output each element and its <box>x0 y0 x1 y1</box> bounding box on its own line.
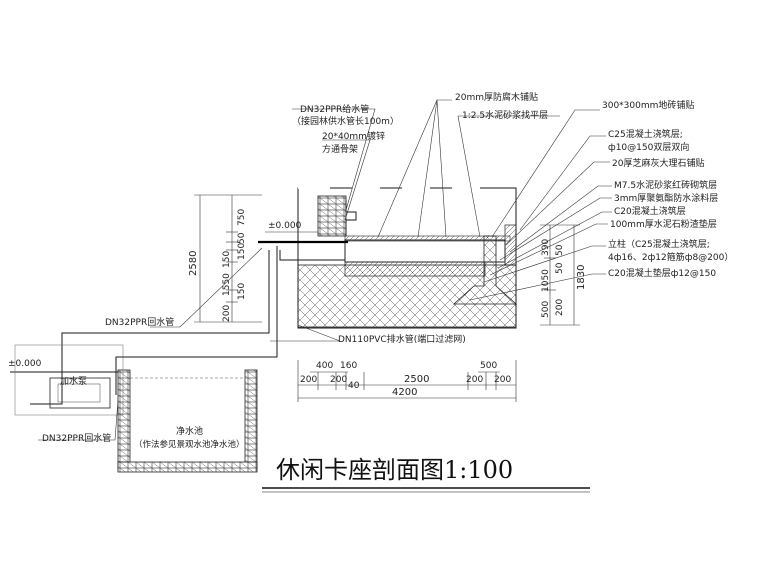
dim-right-50a: 50 <box>555 244 565 256</box>
return-pipe-line <box>30 250 270 405</box>
dim-right-total: 1830 <box>576 265 587 290</box>
dim-left-50: 50 <box>237 232 247 244</box>
pump-box <box>49 377 111 409</box>
dim-bottom-200a: 200 <box>300 375 317 385</box>
dim-right-50b: 50 <box>555 262 565 274</box>
dim-bottom-200b: 200 <box>330 375 347 385</box>
label-waterproof: 3mm厚聚氨酯防水涂料层 <box>614 192 718 204</box>
dim-bottom-160: 160 <box>340 361 357 371</box>
label-tile: 300*300mm地砖铺贴 <box>602 99 694 111</box>
label-column-2: 4ф16、2ф12箍筋ф8@200） <box>608 251 733 263</box>
leader-lines <box>38 99 612 441</box>
label-brick-wall: M7.5水泥砂浆红砖砌筑层 <box>614 179 717 191</box>
dim-right-390: 390 <box>541 239 551 256</box>
label-stone-layer: 100mm厚水泥石粉渣垫层 <box>610 218 717 230</box>
label-pool: 净水池 <box>176 425 203 437</box>
dim-bottom-200d: 200 <box>494 375 511 385</box>
label-pool-note: （作法参见景观水池净水池） <box>134 439 245 450</box>
label-steel-frame-1: 20*40mm镀锌 <box>322 130 385 142</box>
dim-chain-bottom <box>297 360 517 402</box>
dim-right-200: 200 <box>555 299 565 316</box>
dim-left-750: 750 <box>237 209 247 226</box>
pool-wall-right <box>244 369 258 471</box>
drawing-title: 休闲卡座剖面图1:100 <box>276 456 513 484</box>
label-c20-pad: C20混凝土垫层ф12@150 <box>608 267 716 279</box>
drain-pipe-line <box>279 250 345 261</box>
dim-left-1550: 1550 <box>222 273 232 296</box>
dim-bottom-500: 500 <box>480 361 497 371</box>
dim-left-total: 2580 <box>188 251 199 276</box>
dim-right-1050: 1050 <box>541 269 551 292</box>
label-concrete-2: ф10@150双层双向 <box>608 141 689 153</box>
concrete-slab <box>344 239 506 263</box>
dim-bottom-4200: 4200 <box>392 387 417 398</box>
pool-floor <box>117 461 258 473</box>
label-drain-pipe: DN110PVC排水管(端口过滤网) <box>338 333 466 345</box>
pool-wall-left <box>117 369 131 471</box>
label-supply-pipe-note: （接园林供水管长100m） <box>292 115 399 127</box>
brick-seat-back <box>317 195 347 237</box>
pool-interior <box>129 377 246 463</box>
label-c20-layer: C20混凝土浇筑层 <box>614 205 686 217</box>
label-marble: 20厚芝麻灰大理石铺贴 <box>612 157 704 169</box>
label-wood: 20mm厚防腐木铺贴 <box>455 91 538 103</box>
label-return-pipe-top: DN32PPR回水管 <box>105 316 174 328</box>
label-pump: 加水泵 <box>60 375 87 387</box>
dim-chain-left <box>194 194 262 323</box>
dim-chain-right <box>540 224 580 326</box>
dim-left-150a: 150 <box>222 251 232 268</box>
dim-right-500: 500 <box>541 301 551 318</box>
dim-bottom-2500: 2500 <box>404 374 429 385</box>
label-level-lower: ±0.000 <box>8 359 42 369</box>
label-supply-pipe: DN32PPR给水管 <box>300 103 369 115</box>
dim-bottom-400: 400 <box>316 361 333 371</box>
label-level-upper: ±0.000 <box>268 221 302 231</box>
dim-left-150c: 150 <box>237 283 247 300</box>
dim-left-200: 200 <box>222 305 232 322</box>
drain-column <box>452 235 518 305</box>
pump-inner <box>57 383 101 403</box>
label-return-pipe-bottom: DN32PPR回水管 <box>42 432 111 444</box>
pool-side-box <box>14 344 124 416</box>
label-column-1: 立柱（C25混凝土浇筑层; <box>608 238 710 250</box>
gravel-bed <box>344 261 486 277</box>
label-mortar: 1:2.5水泥砂浆找平层 <box>462 109 548 121</box>
dim-bottom-200c: 200 <box>466 375 483 385</box>
label-steel-frame-2: 方通骨架 <box>322 143 358 155</box>
label-concrete-1: C25混凝土浇筑层; <box>608 128 683 140</box>
dim-left-150b: 150 <box>237 243 247 260</box>
supply-pipe-line <box>115 246 278 395</box>
dim-bottom-40: 40 <box>348 381 360 391</box>
